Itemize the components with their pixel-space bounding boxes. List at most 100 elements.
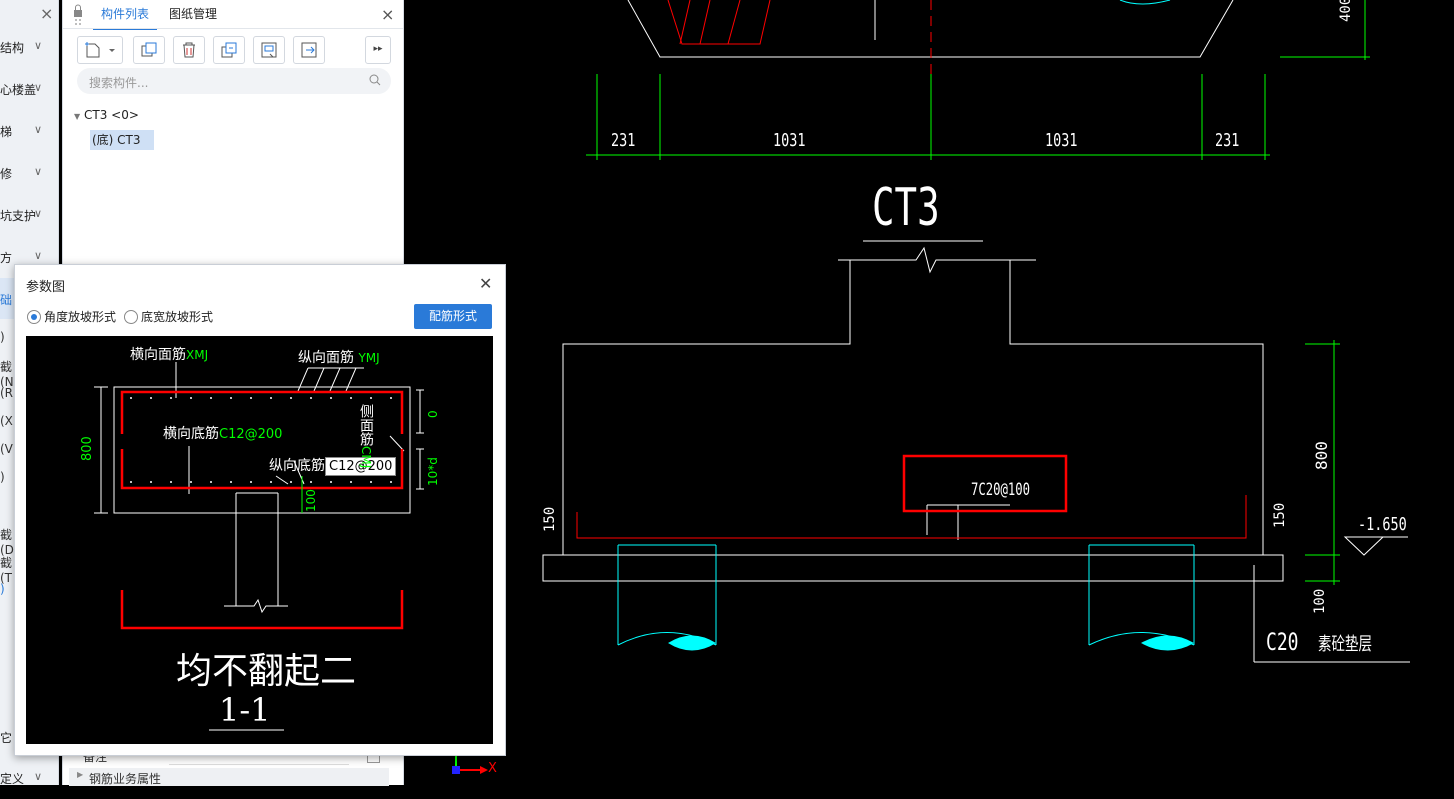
rebar-form-button[interactable]: 配筋形式 — [414, 304, 492, 329]
nav-item-other[interactable]: 它 — [0, 716, 58, 757]
nav-item-decoration[interactable]: 修∨ — [0, 152, 58, 193]
figure-cap-outline — [113, 386, 411, 514]
cad-rebar-label: 7C20@100 — [971, 480, 1030, 500]
nav-sub-item[interactable]: ) — [0, 470, 5, 484]
fig-bot-rebar-h-label: 横向底筋 — [163, 426, 219, 442]
tree-collapse-icon[interactable]: ▼ — [74, 112, 81, 121]
cad-dim-800: 800 — [1312, 441, 1331, 470]
chevron-down-icon: ∨ — [34, 249, 43, 262]
fig-top-rebar-v-code: YMJ — [358, 351, 380, 365]
tree-root[interactable]: CT3 <0> — [84, 108, 139, 122]
save-template-button[interactable] — [253, 36, 285, 64]
cad-dim-231-left: 231 — [611, 130, 636, 151]
cushion-layer — [542, 554, 1284, 582]
nav-item-pit-support[interactable]: 坑支护∨ — [0, 194, 58, 235]
cad-cushion-label: 素砼垫层 — [1318, 634, 1372, 655]
fig-bot-rebar-h-value: C12@200 — [219, 427, 283, 442]
prop-group-label: 钢筋业务属性 — [89, 772, 162, 786]
parameter-dialog: 参数图 ✕ 角度放坡形式 底宽放坡形式 配筋形式 — [14, 264, 506, 756]
copy-button[interactable] — [133, 36, 165, 64]
radio-width-slope[interactable] — [124, 310, 138, 324]
nav-item-hollow-floor[interactable]: 心楼盖∨ — [0, 68, 58, 109]
cad-dim-1031-left: 1031 — [773, 130, 806, 151]
nav-sub-item[interactable]: 截(D — [0, 528, 14, 557]
copy-layer-button[interactable] — [213, 36, 245, 64]
fig-side-rebar-label: 侧面筋 — [358, 404, 374, 446]
nav-item-label: 它 — [0, 731, 13, 745]
nav-sub-item[interactable]: 截(T — [0, 556, 13, 585]
nav-sub-item[interactable]: (V — [0, 442, 13, 456]
tab-drawing-management[interactable]: 图纸管理 — [169, 7, 218, 21]
dialog-close-icon[interactable]: ✕ — [479, 274, 493, 293]
radio-width-slope-label[interactable]: 底宽放坡形式 — [141, 310, 214, 324]
cap-top-outline — [627, 0, 1234, 58]
fig-bot-rebar-v-label: 纵向底筋 — [269, 458, 325, 474]
fig-top-rebar-h: 横向面筋XMJ — [130, 344, 208, 364]
break-line — [838, 246, 1036, 274]
cad-axis-x-label: X — [488, 761, 497, 776]
chevron-down-icon: ∨ — [34, 123, 43, 136]
nav-sub-item[interactable]: 截(N — [0, 360, 14, 389]
dialog-title: 参数图 — [26, 280, 66, 295]
tree-item-ct3[interactable]: (底) CT3 — [90, 130, 154, 150]
fig-dim-0: 0 — [426, 410, 440, 418]
radio-angle-slope[interactable] — [27, 310, 41, 324]
lock-icon[interactable] — [73, 4, 83, 25]
cad-dim-400: 400 — [1338, 0, 1354, 22]
fig-top-rebar-v-label: 纵向面筋 — [298, 350, 354, 366]
radio-angle-slope-label[interactable]: 角度放坡形式 — [44, 310, 117, 324]
tab-component-list[interactable]: 构件列表 — [93, 0, 158, 30]
chevron-down-icon: ∨ — [34, 39, 43, 52]
nav-item-label: 础 — [0, 293, 13, 307]
fig-top-rebar-h-label: 横向面筋 — [130, 347, 186, 363]
highlight-box — [902, 454, 1068, 513]
fig-side-rebar-code: CMJ — [359, 446, 373, 469]
nav-item-label: 结构 — [0, 41, 25, 55]
cad-dim-150-left: 150 — [542, 506, 558, 532]
delete-button[interactable] — [173, 36, 205, 64]
nav-close-icon[interactable]: × — [40, 4, 54, 23]
panel-close-icon[interactable]: × — [381, 5, 395, 24]
nav-sub-item[interactable]: ) — [0, 330, 5, 344]
nav-item-structure[interactable]: 结构 ∨ — [0, 26, 58, 67]
fig-dim-100: 100 — [304, 489, 318, 512]
fig-dim-10d: 10*d — [426, 457, 440, 486]
nav-item-label: 修 — [0, 167, 13, 181]
fig-bot-rebar-v-value[interactable]: C12@200 — [325, 457, 397, 476]
nav-item-label: 方 — [0, 251, 13, 265]
fig-dim-800: 800 — [80, 436, 95, 461]
nav-sub-item[interactable]: ) — [0, 582, 5, 596]
cad-dim-1031-right: 1031 — [1045, 130, 1078, 151]
search-icon[interactable] — [369, 74, 381, 89]
fig-side-rebar: 侧面筋CMJ — [356, 404, 376, 468]
fig-top-rebar-h-code: XMJ — [186, 348, 209, 362]
nav-item-earthwork[interactable]: 方∨ — [0, 236, 58, 277]
chevron-down-icon: ∨ — [34, 165, 43, 178]
expand-icon: ▶ — [77, 770, 84, 779]
new-component-button[interactable] — [77, 36, 123, 64]
fig-bot-rebar-h: 横向底筋C12@200 — [163, 423, 282, 443]
chevron-down-icon: ∨ — [34, 770, 43, 783]
cad-dim-150-right: 150 — [1272, 502, 1288, 528]
import-template-button[interactable] — [293, 36, 325, 64]
nav-sub-item[interactable]: (X — [0, 414, 13, 428]
fig-top-rebar-v: 纵向面筋 YMJ — [298, 347, 380, 367]
search-input[interactable] — [77, 68, 391, 94]
nav-item-stairs[interactable]: 梯∨ — [0, 110, 58, 151]
cad-dim-231-right: 231 — [1215, 130, 1240, 151]
nav-item-label: 梯 — [0, 125, 13, 139]
cad-concrete-grade: C20 — [1266, 628, 1299, 656]
chevron-down-icon: ∨ — [34, 81, 43, 94]
cad-elevation: -1.650 — [1358, 514, 1407, 535]
nav-item-custom[interactable]: 定义 ∨ — [0, 758, 58, 799]
fig-note: 均不翻起二 — [176, 651, 357, 692]
prop-remark-value[interactable] — [169, 748, 349, 765]
more-tools-button[interactable]: ▸▸ — [365, 36, 391, 64]
prop-group-rebar[interactable]: ▶ 钢筋业务属性 — [69, 768, 389, 786]
nav-item-label: 定义 — [0, 772, 25, 786]
nav-item-label: 心楼盖 — [0, 83, 37, 97]
nav-sub-item[interactable]: (R — [0, 386, 14, 400]
